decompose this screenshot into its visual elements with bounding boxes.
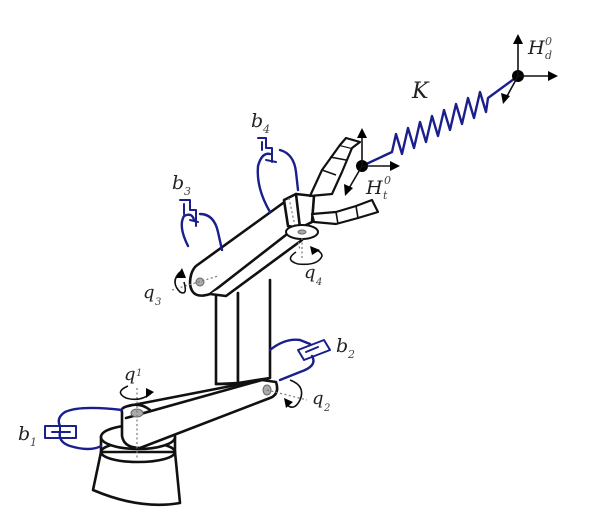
- q3-rotation-arrow: [174, 268, 187, 294]
- svg-text:q: q: [124, 364, 136, 385]
- desired-frame-label: H 0 d: [527, 35, 552, 62]
- svg-text:H: H: [527, 37, 545, 59]
- desired-frame: [501, 34, 558, 104]
- svg-text:0: 0: [545, 35, 552, 48]
- svg-text:b: b: [18, 423, 30, 445]
- q1-rotation-arrow: [119, 385, 154, 401]
- joint-label-q4: q 4: [304, 262, 322, 288]
- damper-label-b1: b 1: [18, 423, 37, 449]
- q4-rotation-arrow: [289, 246, 323, 266]
- svg-text:2: 2: [347, 348, 355, 361]
- tool-frame-label: H 0 t: [365, 174, 391, 202]
- q2-rotation-arrow: [284, 379, 303, 408]
- svg-text:0: 0: [384, 174, 391, 187]
- joint-label-q3: q 3: [143, 282, 161, 308]
- svg-text:b: b: [251, 110, 263, 132]
- svg-text:1: 1: [136, 368, 142, 379]
- spring-K: [360, 74, 520, 168]
- svg-text:q: q: [143, 282, 155, 303]
- damper-b2: [268, 338, 331, 382]
- svg-text:q: q: [304, 262, 316, 283]
- joint-label-q1: q 1: [124, 364, 142, 385]
- tool-frame: [344, 128, 400, 196]
- damper-label-b2: b 2: [336, 335, 355, 361]
- link-3: [171, 196, 304, 298]
- svg-text:t: t: [383, 189, 388, 202]
- svg-text:b: b: [172, 172, 184, 194]
- svg-text:q: q: [312, 388, 324, 409]
- svg-text:3: 3: [155, 297, 161, 308]
- link-1: [120, 378, 279, 450]
- damper-label-b4: b 4: [251, 110, 270, 136]
- svg-text:4: 4: [262, 123, 270, 136]
- spring-label: K: [411, 79, 430, 104]
- joint-label-q2: q 2: [312, 388, 330, 414]
- svg-text:b: b: [336, 335, 348, 357]
- svg-text:2: 2: [323, 403, 330, 414]
- svg-text:d: d: [545, 49, 552, 62]
- link-2-vertical: [214, 278, 272, 386]
- gripper: [282, 136, 380, 251]
- damper-label-b3: b 3: [172, 172, 191, 198]
- svg-text:4: 4: [315, 277, 322, 288]
- svg-text:H: H: [365, 177, 383, 199]
- damper-b4: [256, 137, 300, 214]
- svg-text:3: 3: [184, 185, 191, 198]
- damper-b1: [44, 406, 124, 451]
- damper-b3: [179, 199, 224, 252]
- svg-text:1: 1: [30, 436, 37, 449]
